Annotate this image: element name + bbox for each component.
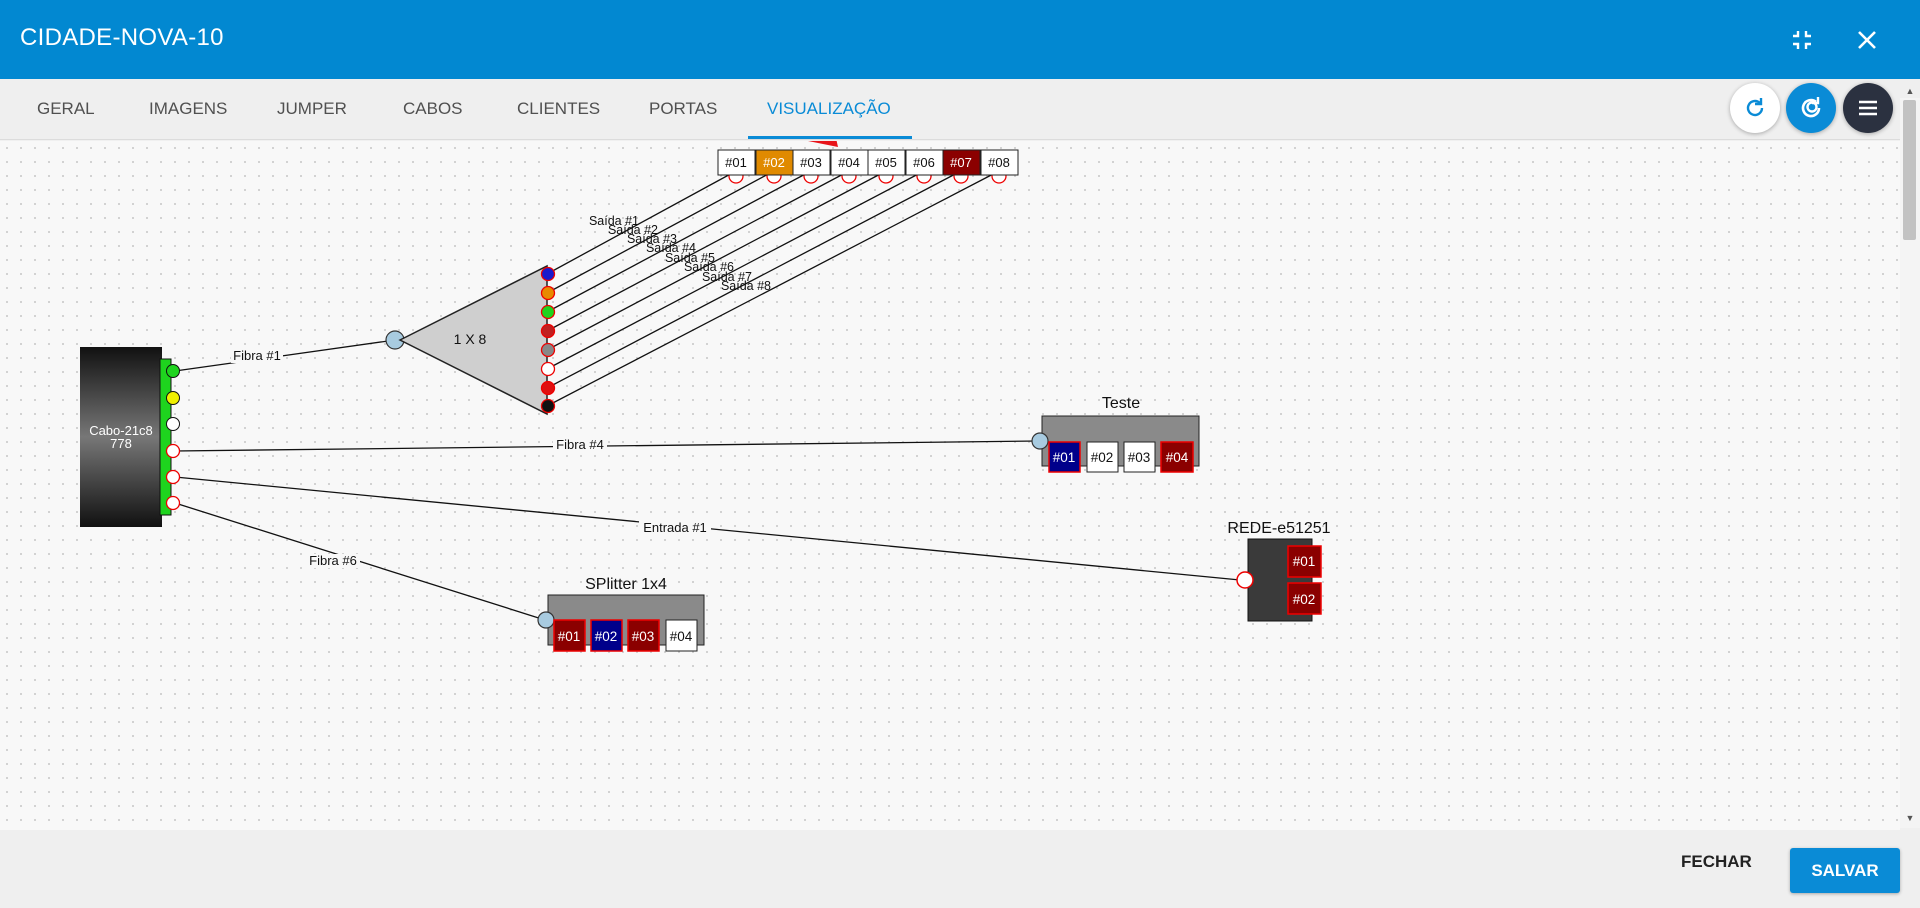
top-port-04[interactable] bbox=[830, 149, 869, 176]
rede-title: REDE-e51251 bbox=[1227, 520, 1330, 537]
fiber-label-1: Fibra #1 bbox=[233, 348, 281, 363]
save-button[interactable]: SALVAR bbox=[1790, 848, 1900, 893]
scroll-down-icon[interactable]: ▼ bbox=[1905, 813, 1915, 823]
top-port-02-label: #02 bbox=[763, 155, 785, 170]
close-icon[interactable] bbox=[1849, 22, 1885, 58]
tab-clientes[interactable]: CLIENTES bbox=[517, 99, 601, 118]
saida-label-7: Saída #7 bbox=[702, 270, 752, 284]
top-port-01[interactable] bbox=[717, 149, 756, 176]
teste-port-04[interactable] bbox=[1160, 441, 1194, 473]
splitter-1x4-title: SPlitter 1x4 bbox=[585, 576, 667, 593]
splitter-1x4-port-04-label: #04 bbox=[670, 629, 693, 644]
top-port-06[interactable] bbox=[905, 149, 944, 176]
splitter-1x4-port-03[interactable] bbox=[627, 619, 660, 652]
splitter-1x4-port-01[interactable] bbox=[553, 619, 586, 652]
diagram-canvas[interactable]: Cabo-21c8 778 Fibra #1 Fibra #4 Entrada … bbox=[0, 141, 1900, 830]
teste-port-02-label: #02 bbox=[1091, 450, 1114, 465]
saida-label-6: Saída #6 bbox=[684, 260, 734, 274]
close-button[interactable]: FECHAR bbox=[1681, 852, 1752, 871]
top-port-08[interactable] bbox=[980, 149, 1019, 176]
rede-input-port[interactable] bbox=[1236, 571, 1254, 589]
rede-port-01[interactable] bbox=[1287, 545, 1322, 578]
splitter-1x8-label: 1 X 8 bbox=[454, 331, 487, 347]
teste-port-03-label: #03 bbox=[1128, 450, 1151, 465]
rede-port-01-label: #01 bbox=[1293, 554, 1316, 569]
refresh-button[interactable] bbox=[1730, 83, 1780, 133]
collapse-icon[interactable] bbox=[1784, 22, 1820, 58]
splitter-1x4-port-04[interactable] bbox=[665, 619, 698, 652]
teste-port-01[interactable] bbox=[1048, 441, 1081, 473]
tab-cabos[interactable]: CABOS bbox=[403, 99, 463, 118]
tab-imagens[interactable]: IMAGENS bbox=[149, 99, 228, 118]
hamburger-menu-icon bbox=[1859, 100, 1877, 116]
splitter-output-ports bbox=[540, 266, 556, 414]
saida-label-2: Saída #2 bbox=[608, 223, 658, 237]
dialog-header: CIDADE-NOVA-10 bbox=[0, 0, 1920, 79]
top-port-06-label: #06 bbox=[913, 155, 935, 170]
top-port-07[interactable] bbox=[942, 149, 981, 176]
splitter-1x4-port-01-label: #01 bbox=[558, 629, 581, 644]
active-tab-indicator bbox=[748, 136, 912, 139]
top-port-02[interactable] bbox=[755, 149, 794, 176]
cable-body[interactable] bbox=[80, 347, 162, 527]
splitter-1x4-port-03-label: #03 bbox=[632, 629, 655, 644]
cable-label-line2: 778 bbox=[110, 436, 132, 451]
top-port-07-label: #07 bbox=[950, 155, 972, 170]
splitter-1x4-port-02-label: #02 bbox=[595, 629, 618, 644]
top-port-05-label: #05 bbox=[875, 155, 897, 170]
saida-label-4: Saída #4 bbox=[646, 241, 696, 255]
cable-connector-strip bbox=[159, 358, 172, 516]
teste-input-port[interactable] bbox=[1031, 432, 1049, 450]
menu-button[interactable] bbox=[1843, 83, 1893, 133]
top-port-03[interactable] bbox=[792, 149, 831, 176]
tab-jumper[interactable]: JUMPER bbox=[277, 99, 347, 118]
saida-label-1: Saída #1 bbox=[589, 214, 639, 228]
teste-title: Teste bbox=[1102, 395, 1140, 412]
fiber-label-4: Fibra #4 bbox=[556, 437, 604, 452]
sync-settings-button[interactable] bbox=[1786, 83, 1836, 133]
top-port-04-label: #04 bbox=[838, 155, 860, 170]
entrada-label: Entrada #1 bbox=[643, 520, 707, 535]
cable-fiber-ports bbox=[165, 364, 181, 511]
teste-port-03[interactable] bbox=[1123, 441, 1156, 473]
top-port-05[interactable] bbox=[867, 149, 906, 176]
tab-visualizacao[interactable]: VISUALIZAÇÃO bbox=[767, 99, 891, 118]
top-port-03-label: #03 bbox=[800, 155, 822, 170]
dialog-title: CIDADE-NOVA-10 bbox=[20, 24, 224, 51]
rede-port-02[interactable] bbox=[1287, 582, 1322, 615]
annotation-arrow bbox=[808, 141, 838, 147]
saida-label-5: Saída #5 bbox=[665, 251, 715, 265]
diagram-svg: Cabo-21c8 778 Fibra #1 Fibra #4 Entrada … bbox=[80, 141, 1331, 652]
refresh-icon bbox=[1746, 98, 1764, 117]
rede-port-02-label: #02 bbox=[1293, 592, 1316, 607]
dialog-footer bbox=[0, 830, 1920, 908]
vertical-scrollbar[interactable] bbox=[1900, 98, 1920, 828]
fiber-label-6: Fibra #6 bbox=[309, 553, 357, 568]
teste-port-01-label: #01 bbox=[1053, 450, 1076, 465]
saida-label-8: Saída #8 bbox=[721, 279, 771, 293]
sync-settings-icon bbox=[1801, 97, 1821, 118]
tab-portas[interactable]: PORTAS bbox=[649, 99, 718, 118]
splitter-1x4-port-02[interactable] bbox=[590, 619, 623, 652]
top-port-08-label: #08 bbox=[988, 155, 1010, 170]
cable-label-line1: Cabo-21c8 bbox=[89, 423, 153, 438]
splitter-output-lines bbox=[546, 170, 1000, 407]
saida-label-3: Saída #3 bbox=[627, 232, 677, 246]
splitter-1x4-input-port[interactable] bbox=[537, 611, 555, 629]
splitter-1x8-body[interactable] bbox=[398, 264, 548, 416]
tab-bar: GERAL IMAGENS JUMPER CABOS CLIENTES PORT… bbox=[0, 79, 1920, 140]
scrollbar-thumb[interactable] bbox=[1903, 100, 1916, 240]
teste-port-02[interactable] bbox=[1086, 441, 1119, 473]
top-port-01-label: #01 bbox=[725, 155, 747, 170]
scroll-up-icon[interactable]: ▲ bbox=[1905, 86, 1915, 96]
teste-port-04-label: #04 bbox=[1166, 450, 1189, 465]
fiber-line-1 bbox=[174, 339, 396, 372]
tab-geral[interactable]: GERAL bbox=[37, 99, 95, 118]
